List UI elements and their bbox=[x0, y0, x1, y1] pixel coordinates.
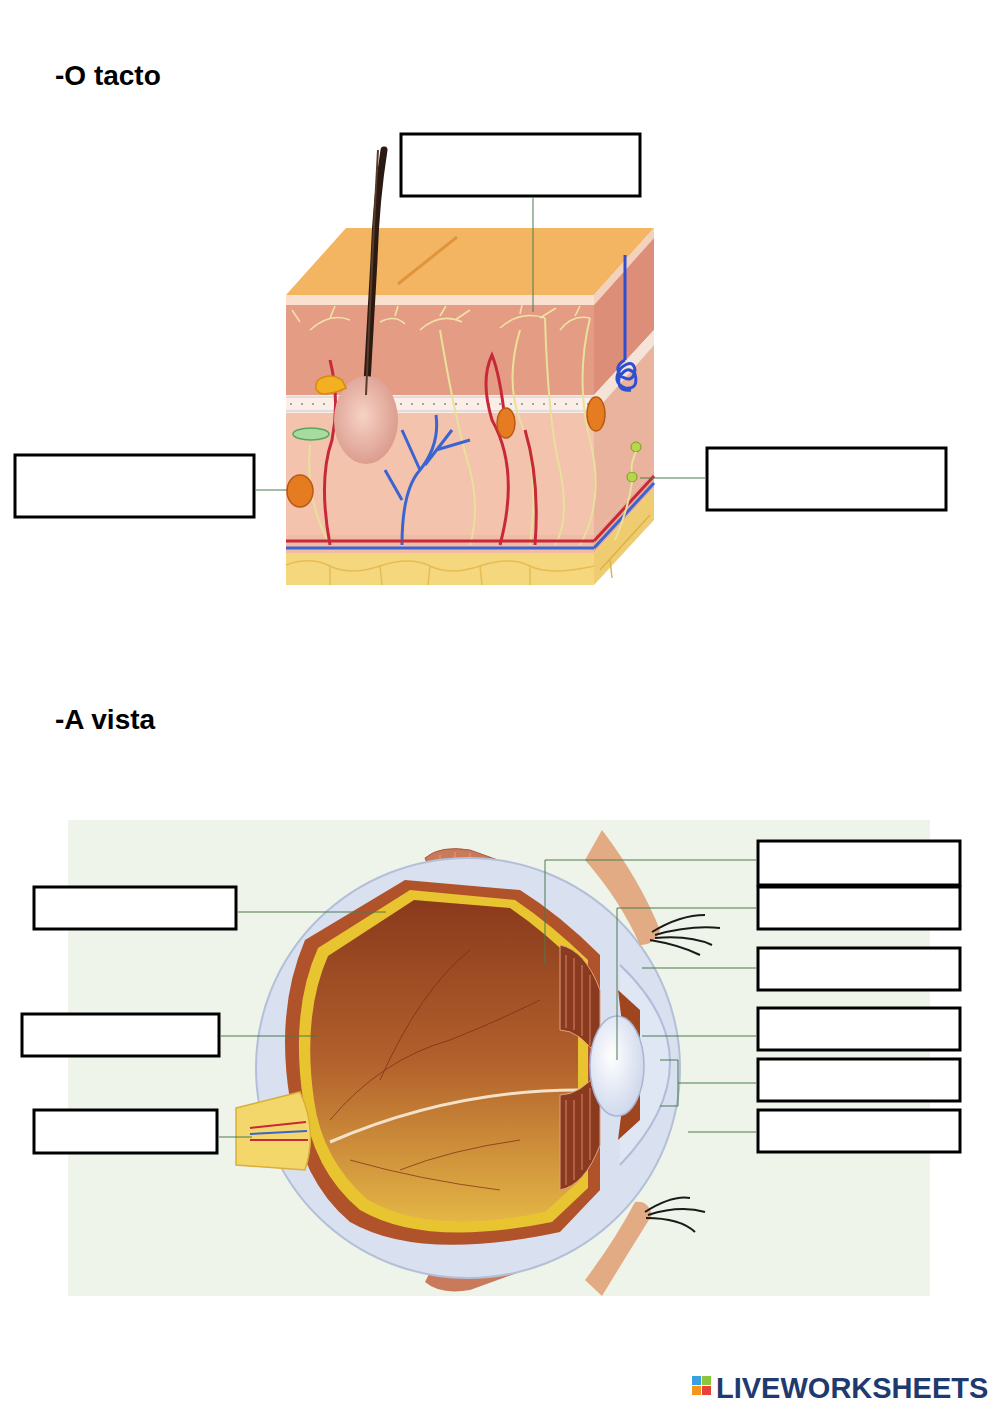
eye-label-boxes bbox=[22, 841, 960, 1153]
watermark-box: LIVEWORKSHEETS bbox=[716, 1372, 988, 1405]
section-heading: -O tacto bbox=[55, 60, 161, 91]
eye-leader-lines bbox=[219, 860, 756, 1137]
skin-leader-lines bbox=[256, 198, 705, 490]
watermark: LIVEWORKSHEETS bbox=[716, 1372, 988, 1404]
skin-label-boxes bbox=[15, 134, 946, 517]
section-heading-box: -O tacto bbox=[55, 60, 161, 92]
skin-block bbox=[286, 150, 654, 585]
section-heading: -A vista bbox=[55, 704, 155, 735]
logo-icon bbox=[692, 1376, 711, 1395]
section-heading-box: -A vista bbox=[55, 704, 155, 736]
eye-illustration bbox=[236, 830, 720, 1296]
